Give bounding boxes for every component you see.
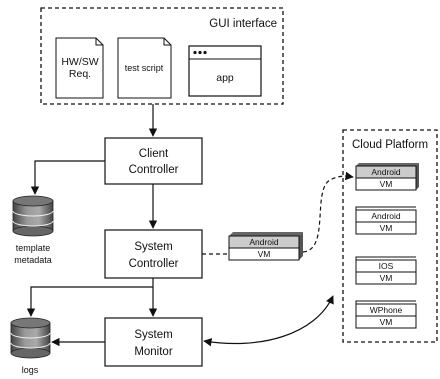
attached-vm-label: VM [258, 249, 271, 259]
hwsw-label-line1: HW/SW [61, 56, 98, 68]
client-to-template-arrow [30, 160, 105, 195]
cloud-vm-4-vm-label: VM [380, 317, 393, 327]
window-dot-icon [198, 50, 202, 55]
system-to-logs-arrow [26, 286, 153, 317]
cloud-vm-ios: IOS VM [355, 256, 417, 285]
hwsw-label-line2: Req. [69, 68, 91, 80]
system-controller-line1: System [134, 241, 172, 253]
client-controller-line1: Client [139, 148, 169, 160]
template-metadata-database-icon [12, 195, 54, 237]
attached-vm-os-label: Android [249, 237, 279, 247]
attached-android-vm: Android VM [228, 232, 303, 261]
system-monitor-box: System Monitor [104, 317, 203, 367]
cloud-platform-border [342, 129, 438, 343]
client-controller-line2: Controller [129, 164, 179, 176]
logs-label: logs [22, 365, 39, 375]
system-controller-box: System Controller [104, 229, 203, 279]
cloud-vm-1-vm-label: VM [380, 179, 393, 189]
cloud-platform-group: Cloud Platform Android VM Android VM IOS… [342, 129, 438, 343]
test-script-document: test script [117, 37, 172, 99]
window-dot-icon [193, 50, 197, 55]
system-controller-line2: Controller [129, 258, 179, 270]
system-monitor-line2: Monitor [134, 346, 173, 358]
monitor-cloud-bidirectional-arrow [203, 295, 334, 347]
logs-database-icon [10, 317, 51, 359]
gui-interface-title: GUI interface [209, 18, 277, 30]
connectors [26, 104, 354, 347]
cloud-vm-android-1: Android VM [355, 163, 419, 191]
app-window: app [188, 45, 262, 97]
cloud-vm-wphone: WPhone VM [355, 300, 417, 329]
system-monitor-line1: System [134, 329, 172, 341]
gui-interface-group: GUI interface HW/SW Req. test script app [40, 7, 284, 105]
cloud-vm-3-os-label: IOS [379, 261, 394, 271]
template-metadata-label-line2: metadata [14, 255, 52, 265]
window-dot-icon [203, 50, 207, 55]
app-label: app [216, 72, 234, 84]
test-script-label: test script [125, 63, 164, 73]
client-controller-box: Client Controller [104, 137, 203, 185]
cloud-vm-2-os-label: Android [371, 211, 401, 221]
cloud-vm-2-vm-label: VM [380, 223, 393, 233]
gui-interface-border [40, 7, 284, 105]
hwsw-requirements-document: HW/SW Req. [55, 37, 104, 99]
cloud-vm-1-os-label: Android [371, 167, 401, 177]
cloud-platform-title: Cloud Platform [352, 139, 428, 151]
attached-vm-to-cloud-dashed-arrow [302, 171, 354, 253]
cloud-vm-4-os-label: WPhone [370, 305, 403, 315]
template-metadata-label-line1: template [16, 243, 51, 253]
cloud-vm-3-vm-label: VM [380, 273, 393, 283]
cloud-vm-android-2: Android VM [355, 206, 417, 235]
